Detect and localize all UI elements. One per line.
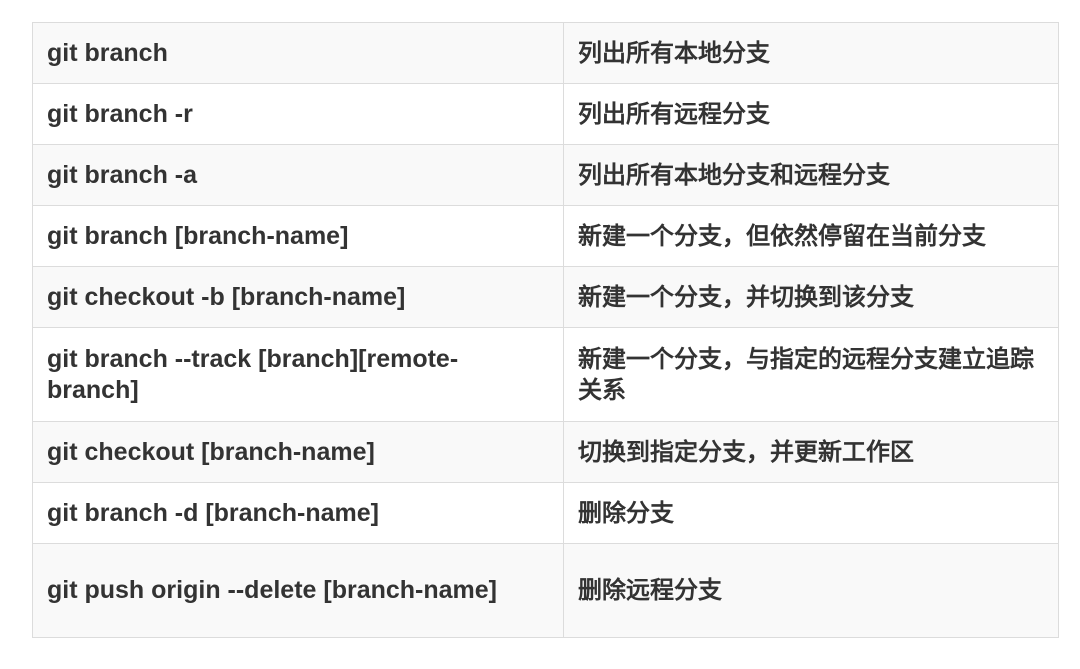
table-row: git branch -d [branch-name] 删除分支	[32, 482, 1059, 544]
git-branch-commands-table: git branch 列出所有本地分支 git branch -r 列出所有远程…	[32, 22, 1059, 638]
command-cell: git branch -d [branch-name]	[32, 482, 564, 544]
description-cell: 新建一个分支，并切换到该分支	[563, 266, 1059, 328]
table-row: git checkout [branch-name] 切换到指定分支，并更新工作…	[32, 421, 1059, 483]
git-branch-commands-table-container: git branch 列出所有本地分支 git branch -r 列出所有远程…	[32, 22, 1059, 638]
description-cell: 列出所有本地分支和远程分支	[563, 144, 1059, 206]
description-cell: 列出所有远程分支	[563, 83, 1059, 145]
table-row: git checkout -b [branch-name] 新建一个分支，并切换…	[32, 266, 1059, 328]
description-cell: 新建一个分支，但依然停留在当前分支	[563, 205, 1059, 267]
description-cell: 列出所有本地分支	[563, 22, 1059, 84]
command-cell: git branch -r	[32, 83, 564, 145]
command-cell: git branch [branch-name]	[32, 205, 564, 267]
table-row: git branch -r 列出所有远程分支	[32, 83, 1059, 145]
command-cell: git checkout [branch-name]	[32, 421, 564, 483]
command-cell: git push origin --delete [branch-name]	[32, 543, 564, 638]
table-row: git push origin --delete [branch-name] 删…	[32, 543, 1059, 638]
command-cell: git branch -a	[32, 144, 564, 206]
table-row: git branch --track [branch][remote-branc…	[32, 327, 1059, 422]
description-cell: 新建一个分支，与指定的远程分支建立追踪关系	[563, 327, 1059, 422]
table-row: git branch -a 列出所有本地分支和远程分支	[32, 144, 1059, 206]
table-row: git branch [branch-name] 新建一个分支，但依然停留在当前…	[32, 205, 1059, 267]
command-cell: git branch	[32, 22, 564, 84]
command-cell: git checkout -b [branch-name]	[32, 266, 564, 328]
table-row: git branch 列出所有本地分支	[32, 22, 1059, 84]
description-cell: 切换到指定分支，并更新工作区	[563, 421, 1059, 483]
command-cell: git branch --track [branch][remote-branc…	[32, 327, 564, 422]
description-cell: 删除分支	[563, 482, 1059, 544]
description-cell: 删除远程分支	[563, 543, 1059, 638]
